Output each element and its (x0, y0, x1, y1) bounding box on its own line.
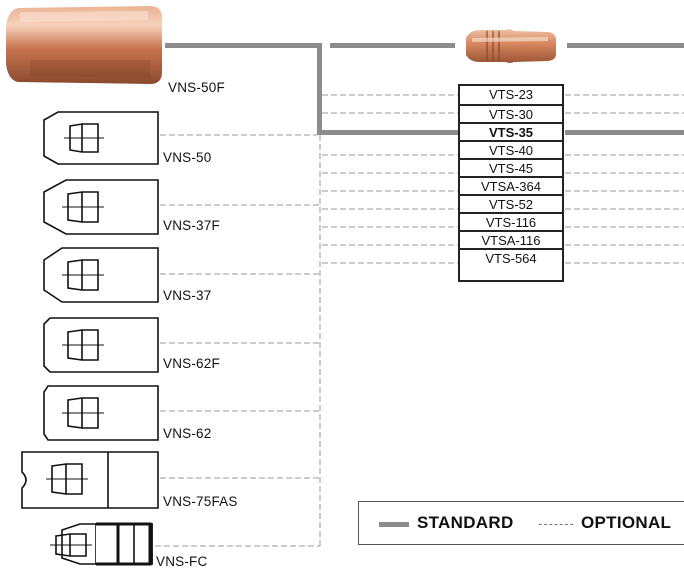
nozzle-vns-50f-image (6, 6, 162, 84)
standard-line-nozzle (165, 43, 322, 48)
nozzle-vns-62f-drawing (43, 317, 159, 373)
standard-line-vertical (317, 43, 322, 135)
nozzle-vns-75fas-drawing (21, 451, 159, 509)
tip-vtsa-364: VTSA-364 (458, 176, 564, 194)
standard-line-to-tip (317, 130, 458, 135)
nozzle-label-vns-50f: VNS-50F (168, 80, 225, 95)
nozzle-vns-fc-drawing (50, 522, 153, 566)
nozzle-label-vns-62f: VNS-62F (163, 356, 220, 371)
tip-vtsa-116: VTSA-116 (458, 230, 564, 248)
legend-optional-label: OPTIONAL (581, 513, 672, 532)
legend-standard-swatch (379, 522, 409, 527)
nozzle-label-vns-50: VNS-50 (163, 150, 212, 165)
tip-vts-40: VTS-40 (458, 140, 564, 158)
tip-vts-52: VTS-52 (458, 194, 564, 212)
nozzle-vns-50-drawing (43, 111, 159, 165)
nozzle-label-vns-37: VNS-37 (163, 288, 212, 303)
nozzle-label-vns-fc: VNS-FC (156, 554, 208, 569)
standard-line-contact-tip-right (567, 43, 684, 48)
tip-vts-35: VTS-35 (458, 122, 564, 140)
standard-path (165, 43, 684, 135)
nozzle-vns-37f-drawing (43, 179, 159, 235)
legend: STANDARD OPTIONAL (358, 501, 684, 545)
legend-standard-label: STANDARD (417, 513, 514, 532)
tip-vts-45: VTS-45 (458, 158, 564, 176)
nozzle-label-vns-75fas: VNS-75FAS (163, 494, 238, 509)
tip-vts-30: VTS-30 (458, 104, 564, 122)
nozzle-vns-62-drawing (43, 385, 159, 441)
contact-tip-image (466, 29, 556, 63)
tip-vts-564: VTS-564 (458, 248, 564, 266)
optional-paths (155, 94, 684, 547)
tip-vts-116: VTS-116 (458, 212, 564, 230)
standard-line-right (565, 130, 684, 135)
nozzle-label-vns-62: VNS-62 (163, 426, 212, 441)
legend-optional-swatch (539, 524, 573, 526)
nozzle-vns-37-drawing (43, 247, 159, 303)
nozzle-label-vns-37f: VNS-37F (163, 218, 220, 233)
tip-vts-23: VTS-23 (458, 86, 564, 104)
standard-line-contact-tip-left (330, 43, 455, 48)
